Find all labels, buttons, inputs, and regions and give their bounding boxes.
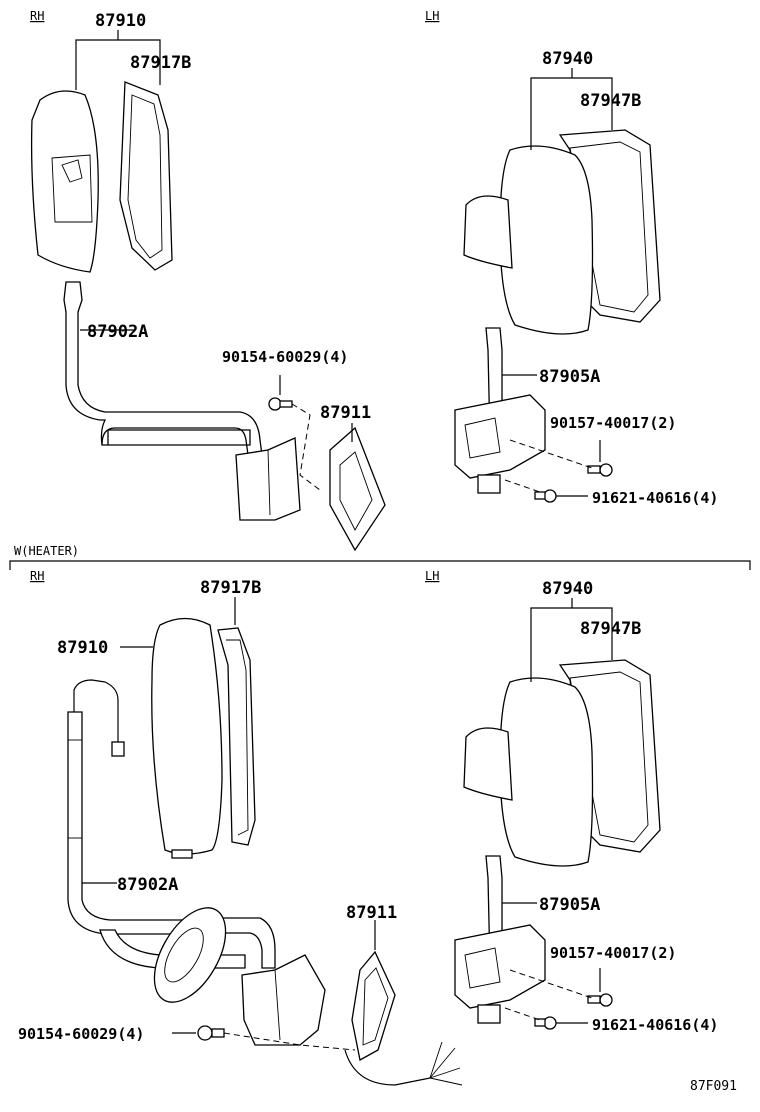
section-label-rh-top: RH xyxy=(30,9,44,23)
part-87947b-top: 87947B xyxy=(580,91,641,111)
part-87902a-top: 87902A xyxy=(87,322,148,342)
cover-rh-bottom-inner xyxy=(362,967,389,1046)
part-87905a-top: 87905A xyxy=(539,367,600,387)
base-rh-bottom-edge xyxy=(274,969,281,1041)
dash-lh-top-2 xyxy=(504,479,541,493)
base-lh-bottom xyxy=(454,924,546,1009)
screw-lh-bottom-1 xyxy=(587,993,613,1007)
mirror-lh-top xyxy=(499,145,594,335)
cover-rh-top xyxy=(329,426,386,552)
frame-rh-top xyxy=(119,81,173,271)
dash-lh-bottom-1 xyxy=(509,969,593,999)
part-87911-top: 87911 xyxy=(320,403,371,423)
part-87917b-bottom: 87917B xyxy=(200,578,261,598)
mirror-rh-bottom xyxy=(151,617,223,855)
cover-rh-top-inner xyxy=(339,451,373,531)
figure-reference: 87F091 xyxy=(690,1079,737,1094)
mirror-rh-top-glass-detail xyxy=(61,159,83,183)
heater-disk-rh-bottom-inner xyxy=(164,927,204,983)
base-lh-top xyxy=(454,394,546,479)
section-label-lh-bottom: LH xyxy=(425,569,439,583)
screw-lh-bottom-2 xyxy=(534,1016,557,1030)
mirror-lh-bottom xyxy=(499,677,594,867)
screw-rh-top xyxy=(268,397,293,411)
mirror-arm-lh-top xyxy=(463,195,513,269)
part-90154-bottom: 90154-60029(4) xyxy=(18,1025,144,1043)
base-rh-top-edge xyxy=(267,449,271,516)
cover-rh-bottom xyxy=(351,950,396,1062)
heater-disk-rh-bottom xyxy=(153,907,227,1003)
part-90157-top: 90157-40017(2) xyxy=(550,414,676,432)
harness-rh-bottom xyxy=(344,1049,431,1086)
dash-lh-top-1 xyxy=(509,439,593,469)
section-label-rh-bottom: RH xyxy=(30,569,44,583)
part-90157-bottom: 90157-40017(2) xyxy=(550,944,676,962)
dash-rh-top xyxy=(291,403,321,491)
dash-rh-bottom xyxy=(223,1032,356,1051)
part-87940-top: 87940 xyxy=(542,49,593,69)
part-87917b-top: 87917B xyxy=(130,53,191,73)
stay-rh-top xyxy=(63,281,263,456)
part-87910-top: 87910 xyxy=(95,11,146,31)
section-label-lh-top: LH xyxy=(425,9,439,23)
base-lh-bottom-foot xyxy=(477,1004,501,1024)
part-87940-bottom: 87940 xyxy=(542,579,593,599)
part-87911-bottom: 87911 xyxy=(346,903,397,923)
part-87947b-bottom: 87947B xyxy=(580,619,641,639)
frame-lh-bottom-inner xyxy=(569,671,649,843)
section-separator xyxy=(9,560,751,570)
screw-rh-bottom xyxy=(197,1025,225,1041)
frame-rh-bottom-inner xyxy=(226,639,249,836)
part-91621-bottom: 91621-40616(4) xyxy=(592,1016,718,1034)
harness-wires-rh-bottom xyxy=(429,1041,463,1086)
part-87905a-bottom: 87905A xyxy=(539,895,600,915)
frame-rh-top-inner xyxy=(127,94,163,259)
mirror-arm-lh-bottom xyxy=(463,727,513,801)
frame-rh-bottom xyxy=(217,627,256,846)
base-rh-bottom xyxy=(241,954,326,1046)
mirror-rh-bottom-foot xyxy=(171,849,193,859)
connector-rh-bottom xyxy=(111,741,125,757)
mirror-rh-top-glass-patch xyxy=(51,154,93,223)
part-87910-bottom: 87910 xyxy=(57,638,108,658)
screw-lh-top-1 xyxy=(587,463,613,477)
part-91621-top: 91621-40616(4) xyxy=(592,489,718,507)
frame-lh-top-inner xyxy=(569,141,649,313)
base-lh-top-foot xyxy=(477,474,501,494)
base-lh-bottom-detail xyxy=(464,947,501,989)
part-87902a-bottom: 87902A xyxy=(117,875,178,895)
part-90154-top: 90154-60029(4) xyxy=(222,348,348,366)
base-lh-top-detail xyxy=(464,417,501,459)
dash-lh-bottom-2 xyxy=(504,1007,541,1021)
heater-caption: W(HEATER) xyxy=(14,544,79,558)
wire-rh-bottom xyxy=(73,679,119,745)
mirror-rh-top xyxy=(30,90,99,273)
